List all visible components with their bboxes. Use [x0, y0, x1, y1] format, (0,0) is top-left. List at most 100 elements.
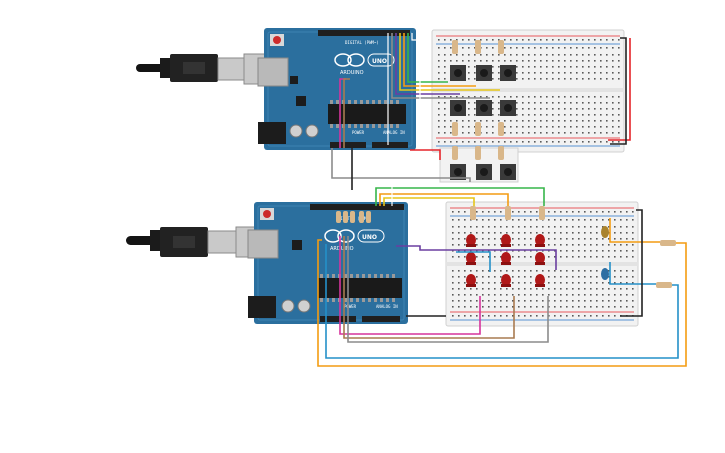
led[interactable] [466, 234, 476, 247]
breadboard-hole [614, 294, 616, 296]
breadboard-hole [506, 300, 508, 302]
breadboard-hole [594, 120, 596, 122]
breadboard-hole [498, 114, 500, 116]
breadboard-hole [452, 282, 454, 284]
breadboard-hole [498, 72, 500, 74]
breadboard-hole [470, 300, 472, 302]
reset-button[interactable] [273, 36, 281, 44]
breadboard-hole [464, 232, 466, 234]
breadboard-hole [482, 244, 484, 246]
breadboard-hole [606, 72, 608, 74]
power-header-bottom[interactable] [320, 316, 356, 322]
breadboard-hole [452, 211, 454, 213]
breadboard-hole [524, 244, 526, 246]
breadboard-hole [534, 102, 536, 104]
power-header[interactable] [330, 142, 366, 148]
breadboard-hole [462, 39, 464, 41]
breadboard-hole [572, 315, 574, 317]
breadboard-hole [524, 276, 526, 278]
breadboard-hole [596, 232, 598, 234]
breadboard-hole [492, 120, 494, 122]
breadboard-hole [530, 226, 532, 228]
breadboard-hole [620, 306, 622, 308]
analog-header[interactable] [372, 142, 408, 148]
breadboard-hole [522, 54, 524, 56]
led[interactable] [466, 252, 476, 265]
breadboard-hole [584, 315, 586, 317]
wires-bottom[interactable] [317, 183, 687, 367]
led-group[interactable] [466, 234, 545, 287]
led[interactable] [501, 234, 511, 247]
wires-top[interactable] [331, 33, 631, 190]
pushbutton-group-top[interactable] [450, 65, 516, 116]
breadboard-hole [606, 66, 608, 68]
breadboard-hole [450, 54, 452, 56]
breadboard-top[interactable] [431, 29, 625, 153]
breadboard-hole [482, 270, 484, 272]
breadboard-hole [506, 315, 508, 317]
resistor-group-top[interactable] [452, 40, 504, 160]
breadboard-hole [558, 60, 560, 62]
breadboard-hole [510, 47, 512, 49]
breadboard-hole [572, 270, 574, 272]
resistor[interactable] [660, 240, 676, 246]
breadboard-hole [516, 102, 518, 104]
breadboard-hole [558, 114, 560, 116]
breadboard-hole [512, 294, 514, 296]
breadboard-hole [536, 300, 538, 302]
breadboard-hole [464, 282, 466, 284]
breadboard-hole [488, 306, 490, 308]
breadboard-hole [488, 226, 490, 228]
breadboard-hole [530, 219, 532, 221]
breadboard-hole [606, 39, 608, 41]
breadboard-hole [522, 132, 524, 134]
breadboard-hole [530, 306, 532, 308]
breadboard-hole [578, 226, 580, 228]
photoresistor[interactable] [601, 226, 609, 238]
breadboard-hole [596, 300, 598, 302]
breadboard-hole [540, 78, 542, 80]
photoresistor[interactable] [601, 268, 609, 280]
arduino-board-bottom[interactable]: ARDUINO UNO DIGITAL (PWM~) POWER ANALOG … [247, 202, 408, 324]
breadboard-hole [482, 256, 484, 258]
breadboard-hole [560, 276, 562, 278]
breadboard-hole [452, 294, 454, 296]
reset-button-bottom[interactable] [263, 210, 271, 218]
breadboard-hole [620, 276, 622, 278]
analog-header-bottom[interactable] [362, 316, 400, 322]
resistor[interactable] [656, 282, 672, 288]
breadboard-hole [438, 108, 440, 110]
led[interactable] [535, 234, 545, 247]
breadboard-hole [488, 244, 490, 246]
resistor-group-bottom[interactable] [470, 206, 545, 220]
led[interactable] [466, 274, 476, 287]
breadboard-hole [500, 211, 502, 213]
breadboard-hole [614, 256, 616, 258]
breadboard-hole [620, 244, 622, 246]
breadboard-hole [494, 232, 496, 234]
breadboard-hole [596, 226, 598, 228]
led[interactable] [535, 252, 545, 265]
breadboard-hole [534, 108, 536, 110]
digital-header[interactable] [318, 30, 410, 36]
led[interactable] [501, 252, 511, 265]
breadboard-hole [500, 276, 502, 278]
breadboard-hole [576, 132, 578, 134]
breadboard-hole [462, 132, 464, 134]
led[interactable] [535, 274, 545, 287]
breadboard-hole [566, 288, 568, 290]
led[interactable] [501, 274, 511, 287]
breadboard-hole [458, 282, 460, 284]
breadboard-hole [444, 47, 446, 49]
breadboard-hole [600, 66, 602, 68]
breadboard-hole [536, 315, 538, 317]
photoresistor-group[interactable] [601, 226, 676, 288]
breadboard-hole [540, 108, 542, 110]
digital-header-bottom[interactable] [310, 204, 404, 210]
breadboard-hole [612, 120, 614, 122]
breadboard-hole [494, 288, 496, 290]
digital-label: DIGITAL (PWM~) [345, 40, 379, 45]
breadboard-hole [512, 256, 514, 258]
